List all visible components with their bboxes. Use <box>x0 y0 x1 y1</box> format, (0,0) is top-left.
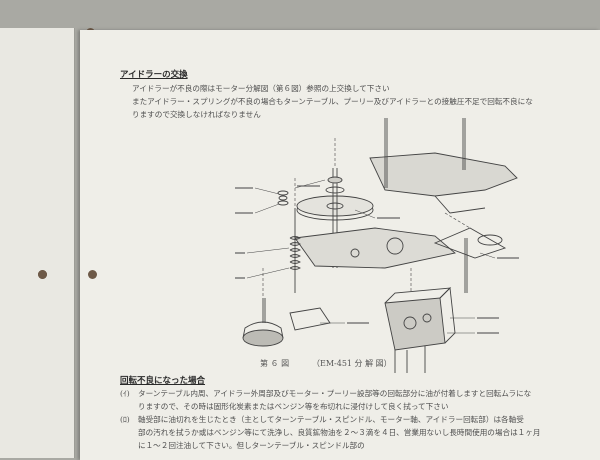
paragraph-line: またアイドラー・スプリングが不良の場合もターンテーブル、プーリー及びアイドラーと… <box>132 97 533 106</box>
paragraph-line: アイドラーが不良の際はモーター分解図（第６図）参照の上交換して下さい <box>132 84 390 93</box>
list-item-marker: (ｲ) <box>120 389 130 398</box>
figure-name: （EM-451 分 解 図） <box>312 359 392 368</box>
list-item-text: 軸受部に油切れを生じたとき（主としてターンテーブル・スピンドル、モーター軸、アイ… <box>138 415 524 424</box>
binding-hole-left <box>38 270 47 279</box>
list-item-marker: (ﾛ) <box>120 415 130 424</box>
binding-hole-page <box>88 270 97 279</box>
section-heading-idler: アイドラーの交換 <box>120 70 188 80</box>
figure-label: 第 ６ 図 <box>260 359 290 368</box>
paragraph-line: りますので交換しなければなりません <box>132 110 261 119</box>
list-item-text: ターンテーブル内周、アイドラー外周部及びモーター・プーリー設部等の回転部分に油が… <box>138 389 532 398</box>
section-heading-rotation: 回転不良になった場合 <box>120 376 206 386</box>
list-item-text: りますので、その時は固形化炭素またはベンジン等を布切れに浸付けして良く拭って下さ… <box>138 402 449 411</box>
motor-exploded-diagram <box>235 118 519 373</box>
list-item-text: 部の汚れを拭うか或はベンジン等にて洗浄し、良質鉱物油を２～３滴を４日、営業用ない… <box>138 428 541 437</box>
list-item-text: に１～２回注油して下さい。但しターンテーブル・スピンドル部の <box>138 441 365 450</box>
manual-page: アイドラーの交換 アイドラーが不良の際はモーター分解図（第６図）参照の上交換して… <box>80 30 600 460</box>
adjacent-left-page <box>0 28 95 458</box>
